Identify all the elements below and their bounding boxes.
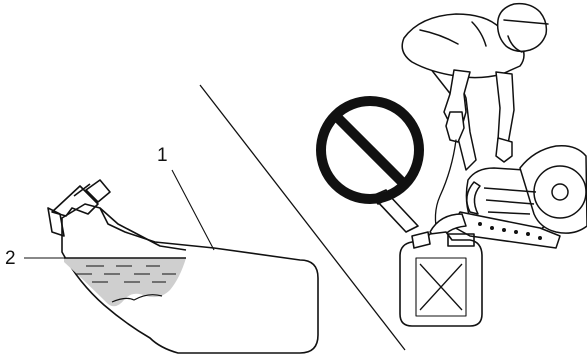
- fuel-jerry-can: [372, 190, 482, 326]
- separator-line: [200, 85, 405, 350]
- leader-line-1: [172, 170, 214, 250]
- callout-label-2: 2: [5, 249, 16, 268]
- callout-label-1: 1: [157, 146, 168, 165]
- prohibition-icon: [321, 101, 419, 199]
- power-cutter: [430, 146, 587, 248]
